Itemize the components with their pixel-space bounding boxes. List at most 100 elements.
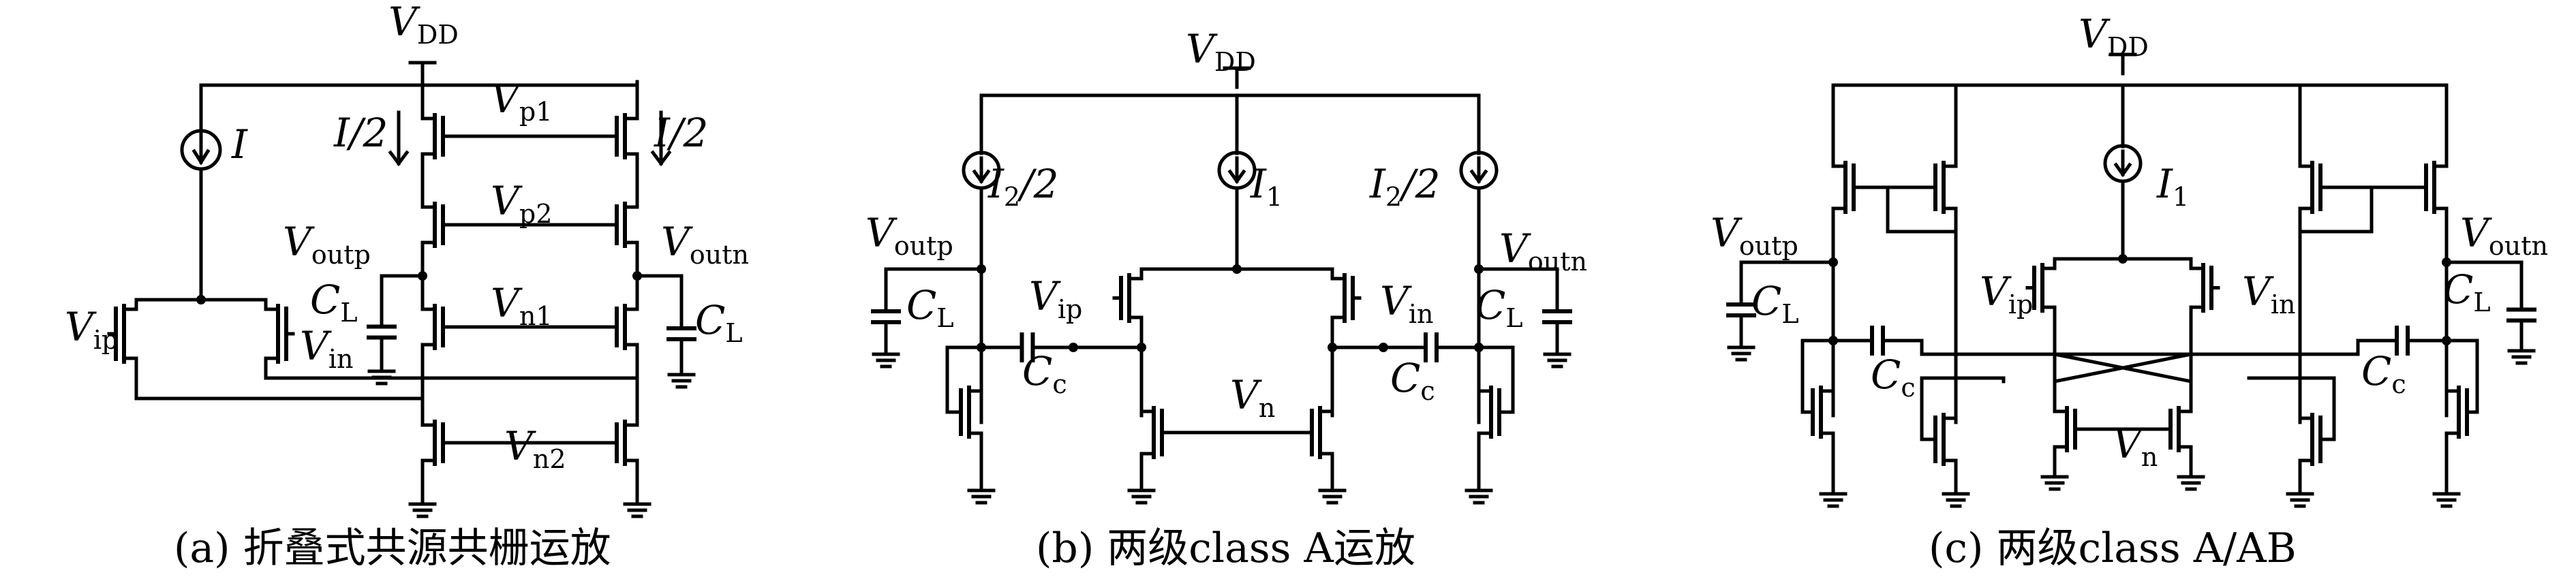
- current-arrow: [388, 110, 410, 167]
- mosfet: [1920, 407, 1958, 472]
- mosfet: [581, 413, 639, 472]
- ground-symbol: [2432, 477, 2461, 508]
- mosfet: [420, 413, 479, 472]
- a-vn1-label: Vn1: [491, 280, 553, 331]
- panel-b-labels: VDD I1 I2/2 I2/2 Voutp Voutn CL CL Vip V…: [865, 26, 1587, 572]
- c-vin-label: Vin: [2242, 268, 2296, 319]
- capacitor-horizontal: [2356, 326, 2449, 356]
- b-cl-left-label: CL: [906, 282, 954, 333]
- ground-symbol: [2040, 460, 2069, 491]
- ground-symbol: [623, 487, 651, 518]
- wire: [2444, 339, 2479, 414]
- c-caption: (c) 两级class A/AB: [1929, 525, 2297, 572]
- a-voutn-label: Voutn: [661, 219, 749, 270]
- wire: [380, 274, 425, 302]
- wire: [884, 267, 983, 288]
- panel-c-labels: VDD I1 Voutp Voutn CL CL Vip Vin Cc Cc V…: [1711, 11, 2548, 572]
- mosfet: [945, 379, 983, 445]
- capacitor-vertical: [367, 298, 397, 366]
- capacitor-vertical: [666, 298, 696, 370]
- a-half-current-left: I/2: [333, 110, 388, 156]
- mosfet: [1477, 379, 1515, 445]
- vdd-terminal: [2109, 52, 2137, 76]
- mosfet: [2400, 155, 2449, 220]
- wire: [1477, 267, 1559, 288]
- c-voutn-label: Voutn: [2460, 210, 2548, 261]
- wire: [635, 274, 684, 302]
- wire: [1477, 345, 1515, 414]
- mosfet: [1800, 379, 1835, 445]
- b-vin-label: Vin: [1380, 278, 1434, 329]
- vdd-terminal: [408, 61, 437, 84]
- mosfet: [2025, 257, 2057, 319]
- a-half-current-right: I/2: [654, 110, 708, 156]
- ground-symbol: [1942, 477, 1970, 508]
- wire: [134, 366, 425, 401]
- current-source: [1459, 151, 1499, 190]
- a-vin-label: Vin: [300, 323, 354, 374]
- mosfet: [2053, 400, 2098, 458]
- ground-symbol: [1543, 337, 1571, 369]
- a-vp2-label: Vp2: [491, 178, 552, 229]
- ground-symbol: [967, 473, 996, 505]
- a-vn2-label: Vn2: [504, 423, 566, 474]
- c-cc-right-label: Cc: [2361, 348, 2406, 399]
- mosfet: [2298, 155, 2346, 220]
- b-caption: (b) 两级class A运放: [1036, 525, 1415, 572]
- mosfet: [420, 107, 479, 166]
- ground-symbol: [1318, 473, 1347, 505]
- panel-b-two-stage-class-a: [871, 66, 1572, 505]
- ground-symbol: [872, 337, 900, 369]
- c-i1-label: I1: [2156, 161, 2189, 212]
- wire: [2053, 315, 2193, 384]
- mosfet: [581, 195, 639, 254]
- panel-a-labels: VDD I I/2 I/2 Vp1 Vp2 Vn1 Vn2 Voutp Vout…: [65, 0, 749, 572]
- c-vn-label: Vn: [2113, 421, 2158, 472]
- wire: [264, 366, 639, 380]
- b-vn-label: Vn: [1230, 372, 1275, 423]
- b-vip-label: Vip: [1029, 273, 1082, 324]
- c-voutp-label: Voutp: [1711, 210, 1798, 261]
- ground-symbol: [367, 354, 396, 386]
- b-cc-right-label: Cc: [1390, 355, 1435, 406]
- ground-symbol: [1465, 473, 1493, 505]
- b-voutn-label: Voutn: [1499, 225, 1587, 277]
- c-cl-right-label: CL: [2443, 266, 2491, 317]
- b-voutp-label: Voutp: [865, 210, 953, 261]
- mosfet: [581, 107, 639, 166]
- c-vip-label: Vip: [1980, 268, 2033, 319]
- a-vdd-label: VDD: [388, 0, 459, 50]
- mosfet: [420, 195, 479, 254]
- capacitor-vertical: [1542, 284, 1572, 349]
- wire: [1920, 339, 2360, 356]
- a-voutp-label: Voutp: [283, 219, 371, 270]
- mosfet: [2148, 400, 2193, 458]
- a-cl-left-label: CL: [310, 277, 358, 328]
- wire: [1920, 376, 2006, 441]
- ground-symbol: [2286, 477, 2314, 508]
- panel-a-folded-cascode: [107, 61, 696, 518]
- capacitor-horizontal: [979, 332, 1075, 362]
- a-current-label: I: [231, 121, 248, 168]
- mosfet: [2444, 379, 2479, 445]
- vdd-terminal: [1223, 66, 1251, 89]
- mosfet: [420, 298, 479, 356]
- wire: [2444, 260, 2524, 288]
- a-caption: (a) 折叠式共源共栅运放: [174, 525, 611, 572]
- a-cl-right-label: CL: [695, 297, 743, 348]
- wire: [945, 345, 983, 414]
- ground-symbol: [1727, 330, 1755, 362]
- ground-symbol: [408, 487, 437, 518]
- mosfet: [1906, 155, 1958, 220]
- mosfet: [2298, 407, 2336, 472]
- mosfet: [581, 298, 639, 356]
- mosfet: [2189, 257, 2220, 319]
- wire: [2053, 315, 2193, 384]
- b-cl-right-label: CL: [1475, 282, 1523, 333]
- b-i2-right-label: I2/2: [1369, 161, 1441, 212]
- current-arrow: [650, 110, 672, 167]
- panel-c-two-stage-class-ab: [1726, 52, 2536, 508]
- ground-symbol: [1819, 477, 1847, 508]
- ground-symbol: [2177, 460, 2205, 491]
